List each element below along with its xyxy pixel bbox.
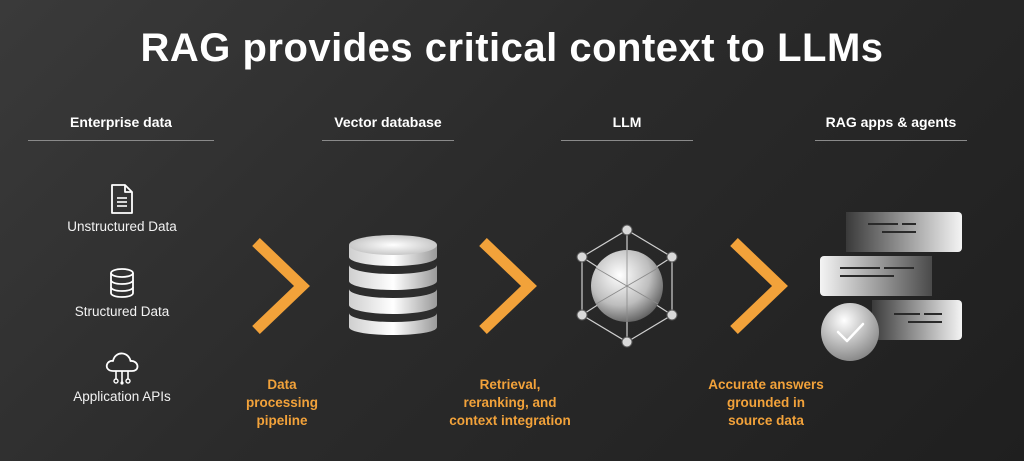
column-header-llm: LLM bbox=[612, 114, 642, 130]
chevron-right-icon bbox=[252, 238, 310, 334]
column-header-enterprise-data: Enterprise data bbox=[70, 114, 172, 130]
database-icon bbox=[110, 268, 134, 298]
column-divider-enterprise-data bbox=[28, 140, 214, 141]
chevron-right-icon bbox=[479, 238, 537, 334]
llm-sphere-graphic bbox=[576, 224, 678, 348]
stage-label-answers: Accurate answers grounded in source data bbox=[676, 376, 856, 430]
stage-label-line: source data bbox=[728, 413, 804, 428]
stage-label-line: grounded in bbox=[727, 395, 805, 410]
cloud-api-icon bbox=[105, 352, 139, 385]
stage-label-processing: Data processing pipeline bbox=[222, 376, 342, 430]
column-header-vector-database: Vector database bbox=[334, 114, 442, 130]
stage-label-line: Accurate answers bbox=[708, 377, 824, 392]
stage-label-line: context integration bbox=[449, 413, 571, 428]
stage-label-line: processing bbox=[245, 395, 319, 410]
source-label-apis: Application APIs bbox=[73, 389, 171, 404]
vector-database-graphic bbox=[349, 235, 437, 335]
source-label-unstructured: Unstructured Data bbox=[67, 219, 177, 234]
source-label-structured: Structured Data bbox=[74, 304, 170, 319]
chat-bubbles-graphic bbox=[820, 212, 962, 361]
column-divider-llm bbox=[561, 140, 693, 141]
document-icon bbox=[111, 184, 133, 214]
diagram-title: RAG provides critical context to LLMs bbox=[140, 26, 884, 70]
stage-label-line: pipeline bbox=[256, 413, 308, 428]
stage-label-line: reranking, and bbox=[463, 395, 557, 410]
column-divider-rag-apps bbox=[815, 140, 967, 141]
column-header-rag-apps: RAG apps & agents bbox=[825, 114, 957, 130]
column-divider-vector-database bbox=[322, 140, 454, 141]
stage-label-line: Data bbox=[267, 377, 297, 392]
chevron-right-icon bbox=[730, 238, 788, 334]
stage-label-retrieval: Retrieval, reranking, and context integr… bbox=[420, 376, 600, 430]
stage-label-line: Retrieval, bbox=[479, 377, 541, 392]
